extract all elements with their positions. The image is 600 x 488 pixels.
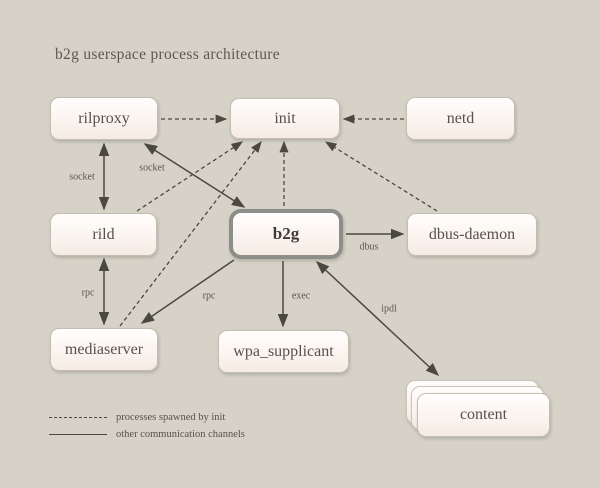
edge-label-socket-rilproxy-b2g: socket xyxy=(139,162,165,174)
arrow-rilproxy-b2g-socket xyxy=(143,143,246,208)
node-dbus-daemon: dbus-daemon xyxy=(407,213,537,256)
dashed-line-sample xyxy=(49,417,107,418)
edge-label-rpc-rild-mediaserver: rpc xyxy=(81,287,95,299)
arrow-b2g-mediaserver-rpc xyxy=(140,259,235,324)
arrow-rild-init xyxy=(136,141,244,212)
node-content: content xyxy=(417,393,550,437)
legend-solid-label: other communication channels xyxy=(116,429,245,440)
edge-label-rpc-b2g-mediaserver: rpc xyxy=(202,290,216,302)
legend-row-solid: other communication channels xyxy=(49,426,245,443)
edge-label-socket-rilproxy-rild: socket xyxy=(69,171,95,183)
legend: processes spawned by init other communic… xyxy=(49,409,245,443)
solid-line-sample xyxy=(49,434,107,435)
edge-label-dbus-b2g-dbusdaemon: dbus xyxy=(359,241,379,253)
edge-label-ipdl-b2g-content: ipdl xyxy=(381,303,397,315)
legend-row-dashed: processes spawned by init xyxy=(49,409,245,426)
node-mediaserver: mediaserver xyxy=(50,328,158,371)
node-init: init xyxy=(230,98,340,139)
node-rilproxy: rilproxy xyxy=(50,97,158,140)
legend-dashed-label: processes spawned by init xyxy=(116,412,226,423)
arrow-b2g-content-ipdl xyxy=(315,260,440,377)
node-rild: rild xyxy=(50,213,157,256)
node-netd: netd xyxy=(406,97,515,140)
edge-label-exec-b2g-wpa: exec xyxy=(291,290,311,302)
node-wpa-supplicant: wpa_supplicant xyxy=(218,330,349,373)
arrow-dbusdaemon-init xyxy=(324,141,438,212)
page-title: b2g userspace process architecture xyxy=(55,46,280,63)
arrow-mediaserver-init xyxy=(119,140,262,327)
node-b2g: b2g xyxy=(229,209,343,259)
